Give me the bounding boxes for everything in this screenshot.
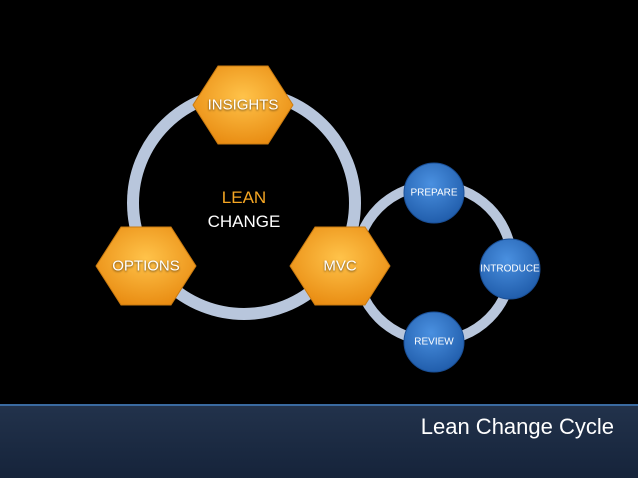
prepare-circle bbox=[403, 162, 465, 224]
footer-title: Lean Change Cycle bbox=[420, 414, 614, 439]
insights-label: INSIGHTS bbox=[207, 96, 279, 114]
introduce-label: INTRODUCE bbox=[480, 263, 540, 275]
mvc-label: MVC bbox=[323, 257, 357, 275]
options-hexagon bbox=[95, 226, 197, 306]
center-label-change: CHANGE bbox=[207, 212, 281, 231]
footer-bar: Lean Change Cycle bbox=[0, 404, 638, 478]
prepare-label: PREPARE bbox=[410, 187, 458, 199]
review-circle bbox=[403, 311, 465, 373]
review-label: REVIEW bbox=[414, 336, 454, 348]
center-label-lean: LEAN bbox=[221, 188, 267, 207]
options-label: OPTIONS bbox=[112, 257, 180, 275]
introduce-circle bbox=[479, 238, 541, 300]
mvc-hexagon bbox=[289, 226, 391, 306]
insights-hexagon bbox=[192, 65, 294, 145]
